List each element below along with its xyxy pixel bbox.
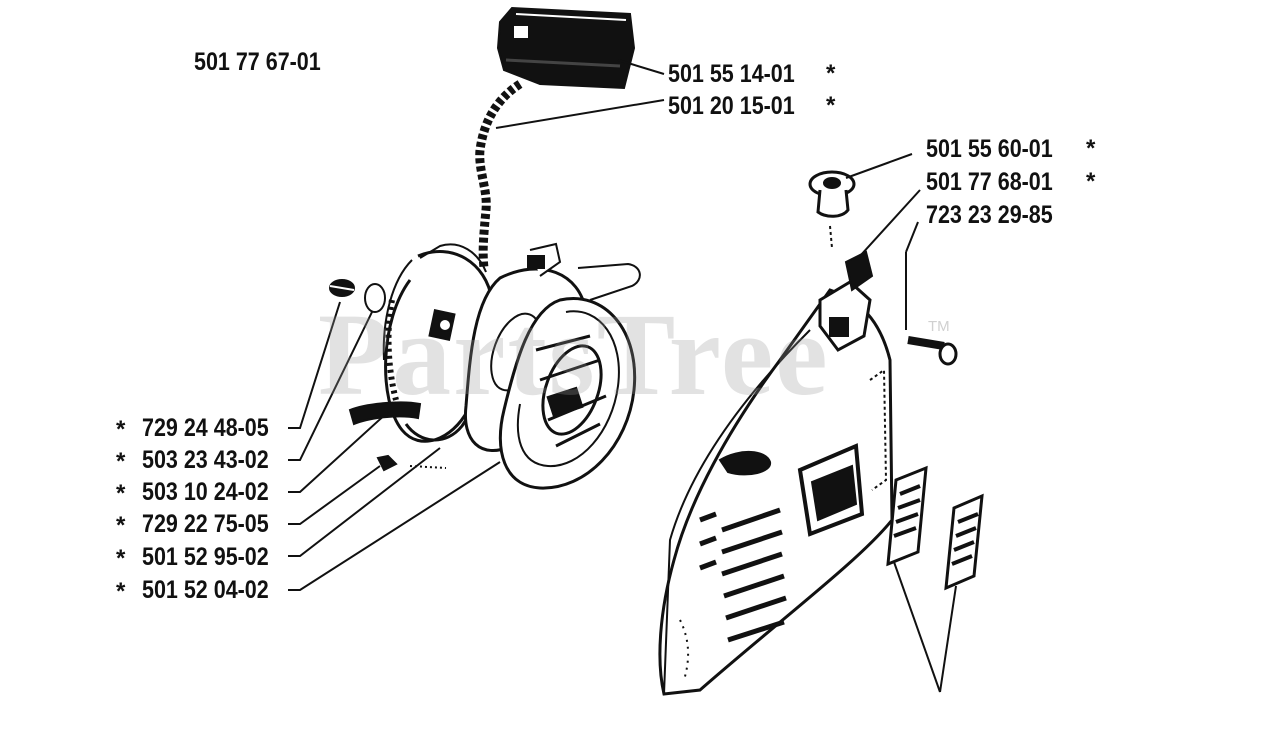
callout-part-number: 501 55 14-01 (668, 60, 795, 88)
callout-part-number: 501 77 68-01 (926, 168, 1053, 196)
callout-mark: * (116, 512, 126, 539)
starter-handle (496, 6, 636, 90)
screw (907, 336, 958, 366)
callout-mark: * (116, 480, 126, 507)
callout-mark: * (826, 92, 836, 119)
callout-part-number: 501 52 04-02 (142, 576, 269, 604)
callout-part-number: 503 23 43-02 (142, 446, 269, 474)
callout-part-number: 501 52 95-02 (142, 543, 269, 571)
small-parts-left (329, 279, 447, 472)
leader-lines (288, 59, 957, 693)
callout-part-number: 501 20 15-01 (668, 92, 795, 120)
callout-mark: * (1086, 135, 1096, 162)
watermark: PartsTree (318, 289, 830, 420)
rope-guide (808, 170, 856, 249)
callout-part-number: 729 22 75-05 (142, 510, 269, 538)
callout-mark: * (116, 545, 126, 572)
starter-rope (475, 80, 523, 269)
assembly-part-number: 501 77 67-01 (194, 48, 321, 76)
callout-part-number: 723 23 29-85 (926, 201, 1053, 229)
starter-cover (658, 250, 894, 696)
callout-part-number: 729 24 48-05 (142, 414, 269, 442)
watermark-trademark: TM (928, 318, 950, 335)
callout-mark: * (826, 60, 836, 87)
callout-mark: * (116, 578, 126, 605)
callout-part-number: 501 55 60-01 (926, 135, 1053, 163)
callout-mark: * (116, 416, 126, 443)
cover-vents (699, 507, 787, 643)
callout-part-number: 503 10 24-02 (142, 478, 269, 506)
intake-grilles (886, 465, 984, 591)
callout-mark: * (1086, 168, 1096, 195)
flywheel (498, 297, 637, 490)
callout-mark: * (116, 448, 126, 475)
